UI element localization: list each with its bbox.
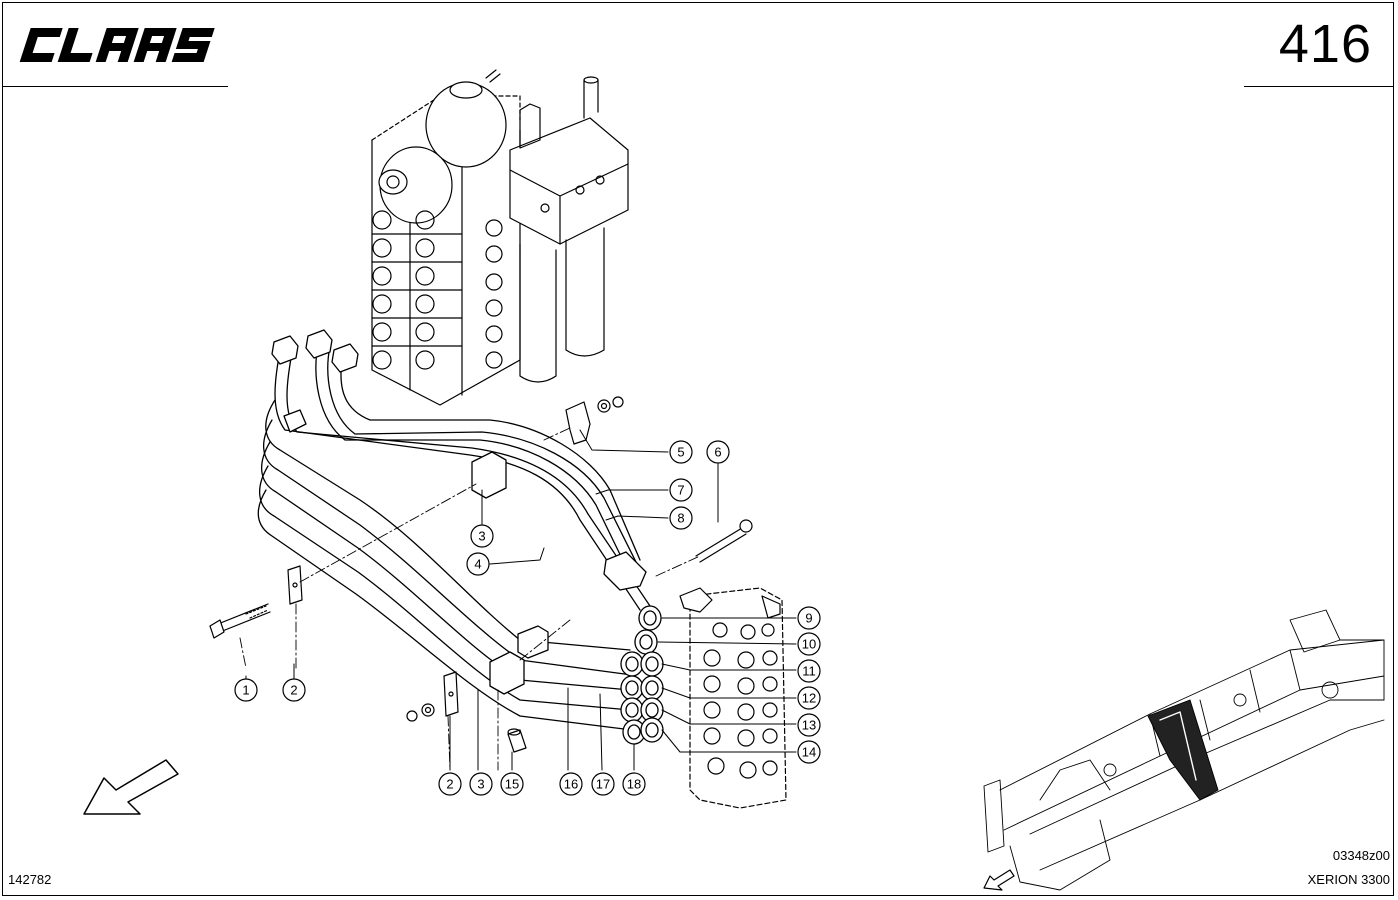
callout-16: 16 [559,772,583,796]
control-valve-block [371,69,629,406]
callout-7-label: 7 [677,483,684,498]
callout-leaders [245,429,797,771]
callout-6: 6 [706,440,730,464]
callout-10: 10 [797,632,821,656]
callout-16-label: 16 [564,777,578,792]
callout-8-label: 8 [677,511,684,526]
callout-12: 12 [797,686,821,710]
model-name: XERION 3300 [1307,872,1390,887]
callout-18: 18 [622,772,646,796]
header-rule-right [1244,86,1394,87]
plate-part-2 [287,565,303,605]
callout-17-label: 17 [596,777,610,792]
callout-1-label: 1 [242,683,249,698]
callout-13: 13 [797,713,821,737]
callout-12-label: 12 [802,691,816,706]
drawing-number: 142782 [8,872,52,887]
pipe-end-fittings [603,551,664,745]
callout-5: 5 [669,440,693,464]
callout-13-label: 13 [802,718,816,733]
brand-logo [19,28,215,62]
image-code: 03348z00 [1332,848,1390,863]
callout-15: 15 [500,772,524,796]
header-rule-left [2,86,228,87]
callout-15-label: 15 [505,777,519,792]
callout-3-label: 3 [478,529,485,544]
callout-3-lower-label: 3 [477,777,484,792]
callout-7: 7 [669,478,693,502]
callout-markers: 1 2 2 3 3 4 5 6 7 8 9 10 11 12 13 14 15 … [234,440,821,796]
callout-4-label: 4 [474,557,481,572]
callout-17: 17 [591,772,615,796]
callout-9: 9 [797,606,821,630]
callout-3-lower: 3 [469,772,493,796]
callout-2-label: 2 [290,683,297,698]
hydraulic-pipe-bundle [257,329,664,745]
callout-4: 4 [466,552,490,576]
callout-11-label: 11 [802,664,816,679]
callout-3: 3 [470,524,494,548]
callout-2-lower-label: 2 [446,777,453,792]
callout-18-label: 18 [627,777,641,792]
callout-10-label: 10 [802,637,816,652]
bolt-part-6 [695,519,753,563]
callout-9-label: 9 [805,611,812,626]
chassis-locator-icon [983,609,1385,891]
valve-sections [371,210,503,370]
callout-6-label: 6 [714,445,721,460]
plate-part-2-lower [443,671,459,717]
page-number: 416 [1278,14,1372,74]
callout-2: 2 [282,678,306,702]
distributor-block [679,587,787,809]
clamp-part-5 [565,401,591,445]
callout-5-label: 5 [677,445,684,460]
forward-arrow-icon [83,759,179,815]
sleeve-part-15 [507,728,527,753]
callout-2-lower: 2 [438,772,462,796]
callout-1: 1 [234,678,258,702]
callout-14: 14 [797,740,821,764]
callout-11: 11 [797,659,821,683]
bolt-part-1 [209,603,271,639]
callout-8: 8 [669,506,693,530]
callout-14-label: 14 [802,745,816,760]
